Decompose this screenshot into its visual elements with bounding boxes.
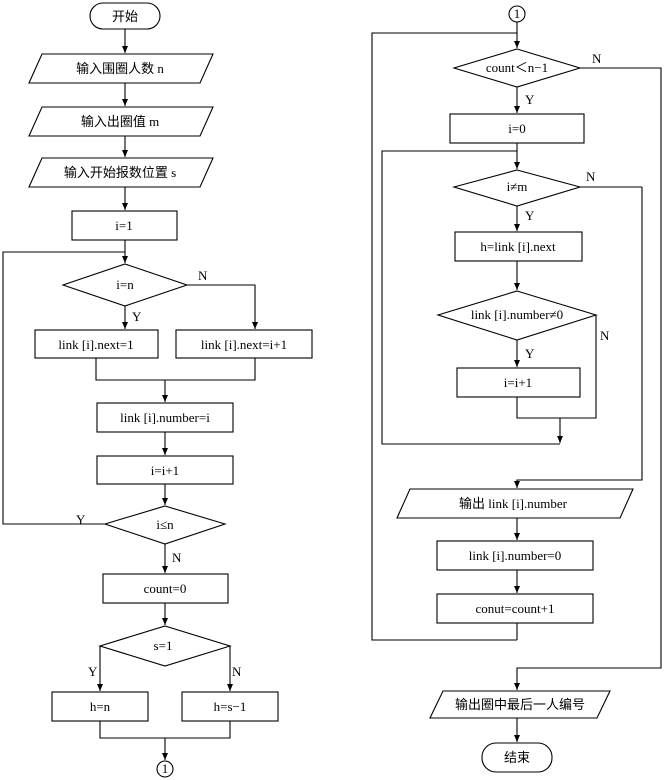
end-terminal (481, 742, 553, 773)
next-first-label: link [i].next=1 (58, 337, 133, 352)
yes-label: Y (76, 512, 86, 527)
inc-i-label: i=i+1 (151, 463, 179, 478)
cond-s-eq-1-node (98, 625, 232, 667)
cond-s-eq-1-label: s=1 (154, 638, 173, 653)
cond-i-ne-m-label: i≠m (507, 179, 528, 194)
no-label: N (600, 328, 610, 343)
no-label: N (198, 268, 208, 283)
i-zero-label: i=0 (508, 121, 525, 136)
no-label: N (592, 51, 602, 66)
i-zero-node (449, 113, 585, 144)
connector-in-label: 1 (514, 6, 521, 21)
input-s-node (28, 157, 214, 188)
yes-label: Y (525, 92, 535, 107)
h-next-label: h=link [i].next (480, 239, 556, 254)
input-n-node (28, 53, 214, 84)
output-last-node (429, 690, 611, 719)
no-label: N (172, 550, 182, 565)
h-n-label: h=n (90, 699, 111, 714)
h-n-node (51, 691, 149, 722)
count-zero-node (102, 573, 229, 604)
yes-label: Y (525, 208, 535, 223)
start-label: 开始 (112, 9, 138, 24)
input-m-node (28, 106, 214, 137)
output-last-label: 输出圈中最后一人编号 (455, 697, 585, 712)
input-m-label: 输入出圈值 m (81, 114, 159, 129)
init-i-node (71, 210, 178, 241)
conut-inc-node (436, 593, 594, 624)
output-number-label: 输出 link [i].number (459, 496, 568, 511)
edge (187, 284, 258, 329)
inner-loop-back-edge (381, 150, 560, 445)
no-label: N (586, 169, 596, 184)
init-i-label: i=1 (115, 218, 132, 233)
conut-inc-label: conut=count+1 (476, 601, 555, 616)
no-edge (557, 315, 597, 443)
merge-edge (95, 358, 256, 381)
inc-i-label: i=i+1 (504, 375, 532, 390)
left-flowchart: 开始 输入围圈人数 n 输入出圈值 m 输入开始报数位置 s i=1 i=n N… (2, 2, 313, 778)
output-number-node (396, 488, 634, 519)
count-zero-label: count=0 (144, 581, 187, 596)
yes-label: Y (525, 346, 535, 361)
connector-out (156, 760, 174, 778)
yes-label: Y (88, 664, 98, 679)
number-zero-node (436, 540, 594, 571)
cond-i-eq-n-label: i=n (116, 277, 134, 292)
right-flowchart: 1 count＜n−1 N Y i=0 i≠m N Y h=link [i].n… (371, 5, 662, 773)
no-edge (514, 187, 643, 488)
next-else-label: link [i].next=i+1 (201, 337, 287, 352)
edge (516, 397, 560, 419)
h-next-node (454, 231, 583, 262)
inc-i-node (96, 455, 234, 485)
yes-label: Y (132, 309, 142, 324)
no-edge (514, 67, 662, 690)
no-label: N (232, 664, 242, 679)
cond-i-le-n-label: i≤n (156, 517, 174, 532)
h-s-minus-1-label: h=s−1 (214, 699, 247, 714)
connector-out-label: 1 (162, 761, 169, 776)
next-first-node (34, 329, 159, 359)
cond-number-ne-0-label: link [i].number≠0 (471, 307, 563, 322)
merge-edge (99, 721, 231, 739)
next-else-node (175, 329, 313, 359)
outer-loop-back-edge (371, 32, 517, 641)
cond-count-label: count＜n−1 (486, 60, 548, 75)
loop-back-edge (2, 251, 125, 525)
inc-i-node (456, 367, 581, 398)
input-s-label: 输入开始报数位置 s (64, 165, 176, 180)
h-s-minus-1-node (181, 691, 279, 722)
end-label: 结束 (504, 750, 530, 765)
input-n-label: 输入围圈人数 n (76, 61, 164, 76)
number-i-label: link [i].number=i (120, 410, 210, 425)
number-zero-label: link [i].number=0 (469, 548, 562, 563)
